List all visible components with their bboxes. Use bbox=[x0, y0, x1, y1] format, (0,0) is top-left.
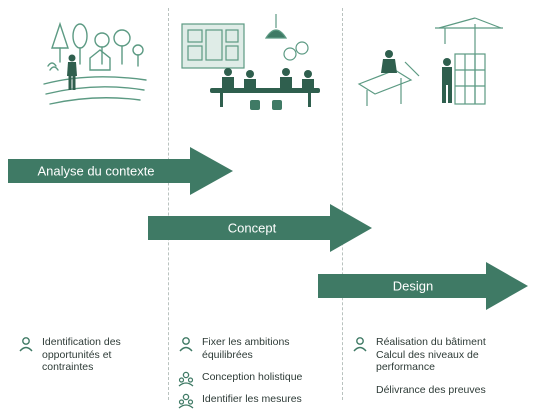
task-list-design: Réalisation du bâtiment Calcul des nivea… bbox=[352, 336, 532, 406]
task-list-concept: Fixer les ambitions équilibrées Concepti… bbox=[178, 336, 338, 419]
user-icon bbox=[353, 337, 367, 352]
team-icon bbox=[178, 393, 194, 409]
task-text-line: Calcul des niveaux de bbox=[376, 348, 479, 361]
column-divider-1 bbox=[168, 8, 169, 400]
column-divider-2 bbox=[342, 8, 343, 400]
task-text-line: équilibrées bbox=[202, 348, 253, 361]
stage-label-concept: Concept bbox=[227, 220, 277, 236]
task-text-line: Réalisation du bâtiment bbox=[376, 336, 486, 348]
team-icon bbox=[178, 371, 194, 387]
task-text-line: Conception holistique bbox=[202, 371, 303, 383]
task-text-line: contraintes bbox=[42, 361, 94, 373]
task-item: Identification des opportunités et contr… bbox=[18, 336, 163, 374]
task-text-line: opportunités et bbox=[42, 348, 112, 361]
stage-label-design: Design bbox=[392, 278, 434, 294]
task-item: Identifier les mesures bbox=[178, 393, 338, 409]
stage-arrow-concept bbox=[148, 204, 372, 252]
task-text-line: Délivrance des preuves bbox=[376, 383, 486, 396]
task-list-analyse: Identification des opportunités et contr… bbox=[18, 336, 163, 384]
meeting-room-icon bbox=[181, 14, 320, 110]
task-text-line: performance bbox=[376, 361, 435, 373]
task-item: Réalisation du bâtiment Calcul des nivea… bbox=[352, 336, 532, 396]
construction-site-icon bbox=[357, 17, 503, 106]
user-icon bbox=[179, 337, 193, 352]
stage-arrow-analyse bbox=[8, 147, 233, 195]
task-text-line: Fixer les ambitions bbox=[202, 336, 290, 348]
task-text-line: Identification des bbox=[42, 336, 121, 348]
task-item: Fixer les ambitions équilibrées bbox=[178, 336, 338, 361]
stage-arrow-design bbox=[318, 262, 528, 310]
user-icon bbox=[19, 337, 33, 352]
task-item: Conception holistique bbox=[178, 371, 338, 387]
task-text-line: Identifier les mesures bbox=[202, 393, 302, 405]
stage-label-analyse: Analyse du contexte bbox=[37, 163, 155, 179]
landscape-person-icon bbox=[43, 21, 147, 105]
